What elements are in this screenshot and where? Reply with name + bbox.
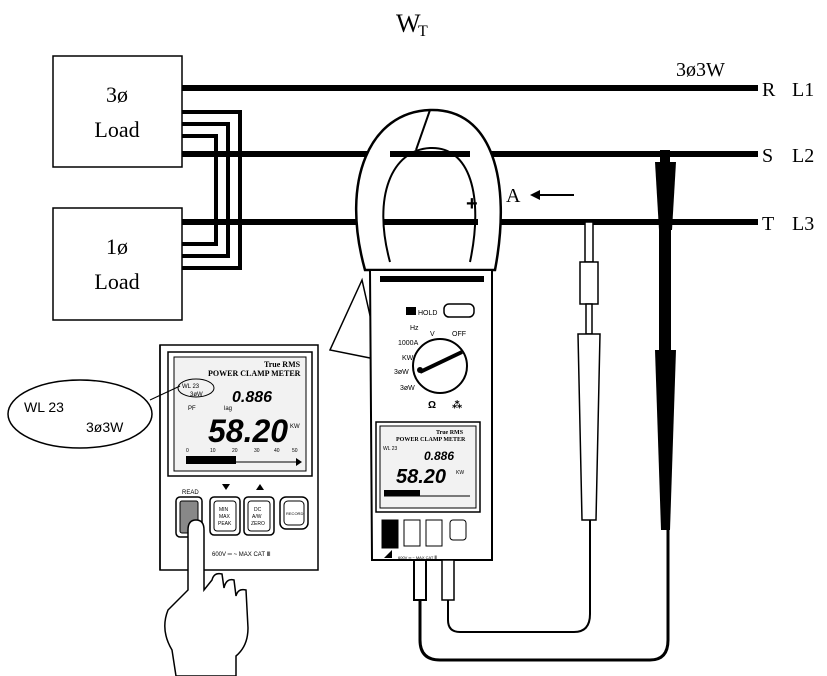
current-direction-arrowhead xyxy=(530,190,540,200)
large-mode-line1: WL 23 xyxy=(182,384,200,390)
clamp-hold-button[interactable] xyxy=(443,303,475,318)
clamp-polarity-mark: + xyxy=(466,193,478,215)
load-1phase: 1ø Load xyxy=(52,207,183,321)
callout-line2: 3ø3W xyxy=(86,419,124,435)
large-mode-highlight xyxy=(177,378,215,398)
clamp-mode-text: WL 23 xyxy=(383,446,397,452)
load-3phase-label: Load xyxy=(94,117,139,142)
callout-line1: WL 23 xyxy=(24,399,64,415)
clamp-meter: HOLD Hz V OFF 1000A KW 3øW 3øW Ω ⁂ True … xyxy=(368,269,493,561)
large-kw-readout: 58.20 xyxy=(208,413,288,449)
large-brand-line1: True RMS xyxy=(264,360,301,369)
dial-v-label: V xyxy=(430,331,435,338)
current-direction-label: A xyxy=(506,185,521,207)
svg-text:⁂: ⁂ xyxy=(452,399,463,411)
line-s-phase: S xyxy=(762,145,773,167)
svg-text:ZERO: ZERO xyxy=(251,521,265,527)
clamp-brand-line1: True RMS xyxy=(436,430,464,436)
line-r-phase: R xyxy=(762,79,776,101)
svg-text:PEAK: PEAK xyxy=(218,521,232,527)
dial-3w-label-2: 3øW xyxy=(400,385,415,392)
mode-callout: WL 23 3ø3W xyxy=(7,379,181,449)
large-brand-line2: POWER CLAMP METER xyxy=(208,369,301,378)
probe-t-line[interactable] xyxy=(577,221,601,521)
clamp-jaw xyxy=(354,108,502,272)
dial-side-symbols: Ω ⁂ xyxy=(428,399,463,411)
system-label: 3ø3W xyxy=(676,59,725,81)
large-pf-readout: 0.886 xyxy=(232,389,272,406)
line-t-name: L3 xyxy=(792,213,814,235)
large-read-button[interactable] xyxy=(175,496,203,538)
svg-text:40: 40 xyxy=(274,448,280,454)
clamp-bargraph xyxy=(384,490,470,497)
clamp-kw-readout: 58.20 xyxy=(396,466,446,488)
load-interconnect-wires xyxy=(182,110,242,270)
large-read-label: READ xyxy=(182,490,199,496)
large-bargraph: 0 10 20 30 40 50 xyxy=(186,448,302,466)
svg-text:DC: DC xyxy=(254,507,262,513)
diagram-title: W T xyxy=(396,9,428,40)
meter-large: True RMS POWER CLAMP METER WL 23 3øW 0.8… xyxy=(159,344,319,571)
line-s-name: L2 xyxy=(792,145,814,167)
svg-text:30: 30 xyxy=(254,448,260,454)
load-3phase: 3ø Load xyxy=(52,55,183,168)
large-lcd xyxy=(173,356,307,472)
clamp-rotary-dial[interactable] xyxy=(412,338,468,394)
large-kw-unit: KW xyxy=(290,424,300,430)
large-pf-label: PF xyxy=(188,406,196,412)
line-t-phase: T xyxy=(762,213,774,235)
pointing-hand-icon xyxy=(164,519,249,676)
clamp-rating: 600V ═ ~ MAX CAT Ⅲ xyxy=(398,555,437,560)
title-subscript: T xyxy=(418,23,428,40)
clamp-dc-button[interactable] xyxy=(425,519,443,547)
svg-text:MAX: MAX xyxy=(219,514,231,520)
current-direction: A xyxy=(506,185,574,207)
large-rating: 600V ═ ~ MAX CAT Ⅲ xyxy=(212,552,271,558)
lead-plug-red[interactable] xyxy=(441,559,455,601)
svg-text:A/W: A/W xyxy=(252,514,262,520)
load-3phase-box xyxy=(52,55,183,168)
clamp-record-button[interactable] xyxy=(449,519,467,541)
title-main: W xyxy=(396,9,421,38)
dial-hz-label: Hz xyxy=(410,325,419,332)
load-3phase-title: 3ø xyxy=(106,82,128,107)
load-1phase-label: Load xyxy=(94,269,139,294)
svg-text:10: 10 xyxy=(210,448,216,454)
probe-leads xyxy=(418,300,670,662)
line-r-name: L1 xyxy=(792,79,814,101)
large-lag-label: lag xyxy=(224,406,232,412)
clamp-read-button[interactable] xyxy=(381,519,399,549)
large-record-button[interactable]: RECORD xyxy=(279,496,309,530)
svg-text:0: 0 xyxy=(186,448,189,454)
svg-text:Ω: Ω xyxy=(428,400,436,411)
dial-1000a-label: 1000A xyxy=(398,340,419,347)
large-minmax-button[interactable]: MIN MAX PEAK xyxy=(209,496,241,536)
large-mode-line2: 3øW xyxy=(190,392,203,398)
svg-text:RECORD: RECORD xyxy=(286,511,303,516)
clamp-hold-label: HOLD xyxy=(418,310,437,317)
dial-off-label: OFF xyxy=(452,331,466,338)
dial-kw-label: KW xyxy=(402,355,414,362)
lead-plug-black[interactable] xyxy=(413,559,427,601)
clamp-brand-line2: POWER CLAMP METER xyxy=(396,437,466,443)
clamp-pf-readout: 0.886 xyxy=(424,449,454,463)
probe-s-line[interactable] xyxy=(655,150,676,530)
large-dc-button[interactable]: DC A/W ZERO xyxy=(243,496,275,536)
svg-text:50: 50 xyxy=(292,448,298,454)
clamp-minmax-button[interactable] xyxy=(403,519,421,547)
load-1phase-box xyxy=(52,207,183,321)
line-labels: R L1 S L2 T L3 xyxy=(762,79,814,235)
svg-text:MIN: MIN xyxy=(219,507,229,513)
load-1phase-title: 1ø xyxy=(106,234,128,259)
svg-text:20: 20 xyxy=(232,448,238,454)
clamp-kw-unit: KW xyxy=(456,470,464,476)
dial-3w-label-1: 3øW xyxy=(394,369,409,376)
